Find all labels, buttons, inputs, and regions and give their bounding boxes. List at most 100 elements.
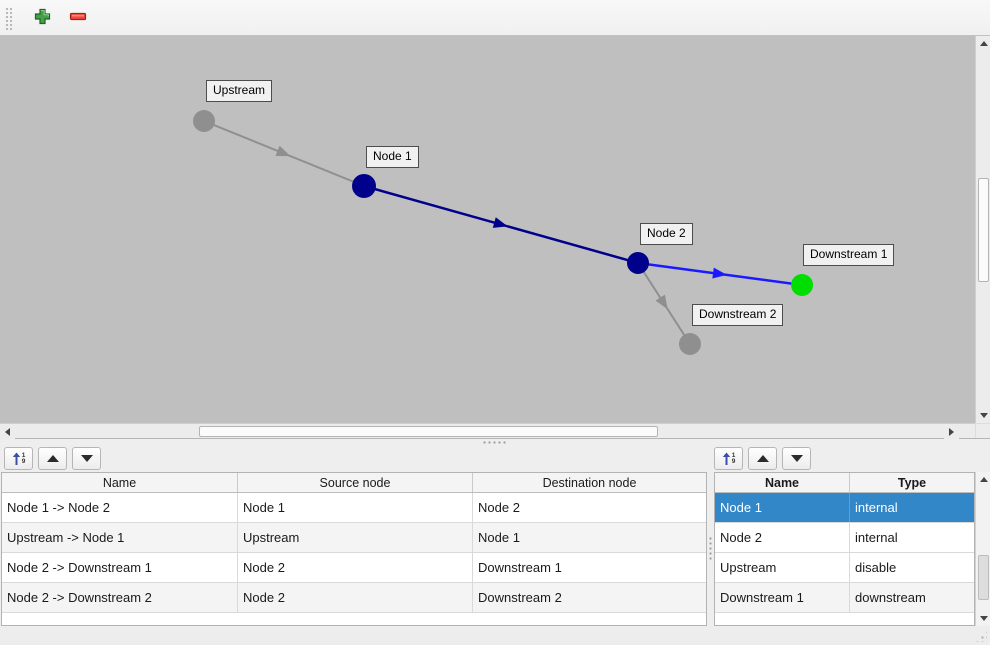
- edge-move-up-button[interactable]: [38, 447, 67, 470]
- move-down-icon: [790, 455, 803, 462]
- node-move-up-button[interactable]: [748, 447, 777, 470]
- graph-node[interactable]: [352, 174, 376, 198]
- graph-node[interactable]: [193, 110, 215, 132]
- table-row[interactable]: Upstream disable: [715, 553, 974, 583]
- graph-node[interactable]: [679, 333, 701, 355]
- graph-node[interactable]: [791, 274, 813, 296]
- sort-digit-bottom: 9: [21, 457, 26, 465]
- table-row[interactable]: Node 2 internal: [715, 523, 974, 553]
- sort-digit-top: 1: [731, 451, 736, 459]
- cell-name: Node 2 -> Downstream 2: [2, 583, 238, 612]
- edge-move-down-button[interactable]: [72, 447, 101, 470]
- sort-ascending-icon: 1 9: [722, 451, 736, 466]
- splitter-grip-dots: [709, 536, 712, 562]
- table-row-selected[interactable]: Node 1 internal: [715, 493, 974, 523]
- node-move-down-button[interactable]: [782, 447, 811, 470]
- cell-source: Node 2: [238, 553, 473, 582]
- add-node-plus-icon: [34, 8, 51, 28]
- node-label[interactable]: Downstream 1: [803, 244, 895, 266]
- node-label[interactable]: Node 2: [640, 223, 693, 245]
- cell-name: Node 1: [715, 493, 850, 522]
- edge-arrowhead-icon: [492, 217, 508, 228]
- scroll-down-arrow-icon[interactable]: [976, 611, 990, 626]
- cell-destination: Node 2: [478, 500, 520, 515]
- node-table-header: Name Type: [715, 473, 974, 493]
- column-header-destination-node[interactable]: Destination node: [542, 475, 637, 490]
- cell-destination: Downstream 1: [478, 560, 562, 575]
- table-row[interactable]: Node 2 -> Downstream 1 Node 2 Downstream…: [2, 553, 706, 583]
- main-toolbar: [0, 0, 990, 36]
- table-row[interactable]: Upstream -> Node 1 Upstream Node 1: [2, 523, 706, 553]
- node-table-toolbar: 1 9: [714, 447, 811, 470]
- cell-destination: Downstream 2: [478, 590, 562, 605]
- node-label[interactable]: Downstream 2: [692, 304, 784, 326]
- edge-arrowhead-icon: [712, 267, 727, 279]
- move-up-icon: [46, 455, 59, 462]
- cell-type: internal: [855, 530, 898, 545]
- horizontal-scrollbar-thumb[interactable]: [199, 426, 658, 437]
- canvas-vertical-scrollbar[interactable]: [975, 36, 990, 423]
- node-table: Name Type Node 1 internal Node 2 interna…: [714, 472, 975, 626]
- node-sort-button[interactable]: 1 9: [714, 447, 743, 470]
- move-up-icon: [756, 455, 769, 462]
- canvas-horizontal-scrollbar[interactable]: [0, 423, 975, 439]
- graph-svg: [193, 110, 813, 355]
- tables-splitter[interactable]: [707, 472, 714, 626]
- cell-name: Downstream 1: [715, 583, 850, 612]
- status-bar: [0, 626, 990, 645]
- edge-arrowhead-icon: [275, 145, 291, 157]
- cell-type: internal: [855, 500, 898, 515]
- empty-table-space: [2, 613, 706, 625]
- cell-name: Node 2: [715, 523, 850, 552]
- column-header-name[interactable]: Name: [2, 473, 238, 492]
- edge-table-toolbar: 1 9: [4, 447, 101, 470]
- empty-table-space: [715, 613, 974, 625]
- cell-destination: Node 1: [478, 530, 520, 545]
- column-header-type[interactable]: Type: [897, 475, 927, 490]
- cell-name: Node 2 -> Downstream 1: [2, 553, 238, 582]
- column-header-source-node[interactable]: Source node: [238, 473, 473, 492]
- remove-node-button[interactable]: [65, 5, 91, 31]
- vertical-scrollbar-thumb[interactable]: [978, 178, 989, 282]
- scroll-left-arrow-icon[interactable]: [0, 424, 15, 439]
- sort-digit-top: 1: [21, 451, 26, 459]
- sort-digit-bottom: 9: [731, 457, 736, 465]
- scrollbar-corner: [975, 423, 990, 438]
- edge-table: Name Source node Destination node Node 1…: [1, 472, 707, 626]
- cell-name: Upstream: [715, 553, 850, 582]
- tables-toolbar-row: 1 9 1 9: [0, 446, 990, 472]
- toolbar-grip-handle[interactable]: [4, 5, 13, 30]
- cell-source: Upstream: [238, 523, 473, 552]
- cell-name: Node 1 -> Node 2: [2, 493, 238, 522]
- node-label[interactable]: Upstream: [206, 80, 273, 102]
- graph-node[interactable]: [627, 252, 649, 274]
- scroll-down-arrow-icon[interactable]: [976, 408, 990, 423]
- cell-source: Node 1: [238, 493, 473, 522]
- cell-type: downstream: [855, 590, 926, 605]
- tables-area: Name Source node Destination node Node 1…: [0, 472, 990, 626]
- node-table-scrollbar[interactable]: [975, 472, 990, 626]
- canvas-tables-splitter[interactable]: [0, 438, 990, 446]
- cell-type: disable: [855, 560, 897, 575]
- window-resize-grip[interactable]: [975, 630, 987, 642]
- edge-arrowhead-icon: [655, 294, 668, 310]
- add-node-button[interactable]: [29, 5, 55, 31]
- cell-name: Upstream -> Node 1: [2, 523, 238, 552]
- remove-node-minus-icon: [69, 8, 87, 28]
- scroll-right-arrow-icon[interactable]: [944, 424, 959, 439]
- edge-table-header: Name Source node Destination node: [2, 473, 706, 493]
- edge-sort-button[interactable]: 1 9: [4, 447, 33, 470]
- sort-ascending-icon: 1 9: [12, 451, 26, 466]
- table-row[interactable]: Node 1 -> Node 2 Node 1 Node 2: [2, 493, 706, 523]
- cell-source: Node 2: [238, 583, 473, 612]
- column-header-name[interactable]: Name: [715, 473, 850, 492]
- scroll-up-arrow-icon[interactable]: [976, 472, 990, 487]
- table-row[interactable]: Node 2 -> Downstream 2 Node 2 Downstream…: [2, 583, 706, 613]
- scroll-up-arrow-icon[interactable]: [976, 36, 990, 51]
- table-row[interactable]: Downstream 1 downstream: [715, 583, 974, 613]
- node-label[interactable]: Node 1: [366, 146, 419, 168]
- node-table-scrollbar-thumb[interactable]: [978, 555, 989, 600]
